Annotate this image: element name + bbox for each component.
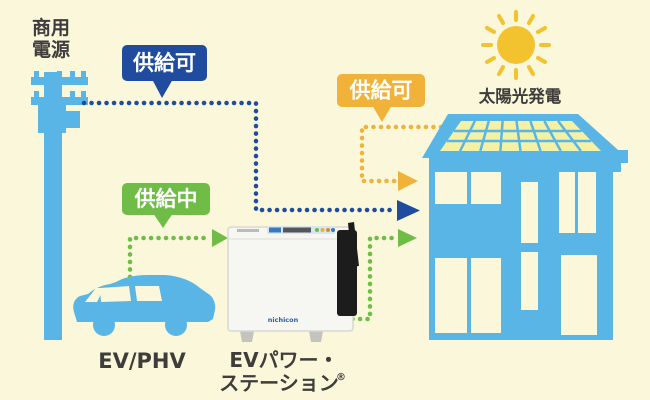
solar-generation-label: 太陽光発電 [479, 86, 562, 106]
ev-phv-label: EV/PHV [98, 349, 186, 373]
solar-panel-grid [440, 120, 601, 152]
utility-pole-icon [31, 71, 88, 340]
commercial-power-label-line1: 商用 [32, 16, 70, 39]
pole-crossarm-bottom [31, 97, 88, 105]
grid-power-flow-line [81, 100, 399, 213]
badge-pointer [372, 105, 392, 122]
car-windshield [85, 288, 104, 302]
station-cable-handle [348, 222, 359, 267]
station-model-text-mark [237, 229, 259, 232]
station-indicator-strip [267, 226, 335, 234]
nichicon-logo: nichicon [268, 316, 299, 324]
station-to-house-flow-line [342, 235, 400, 322]
pole-crossarm-top [31, 77, 88, 85]
ev-supplying-badge: 供給中 [122, 183, 210, 228]
badge-pointer [153, 213, 173, 228]
solar-supply-badge: 供給可 [337, 74, 425, 122]
pole-transformer-box [66, 111, 80, 128]
station-label-reg-mark: ® [336, 372, 346, 383]
station-label-line2: ステーション [219, 371, 339, 395]
car-front-window [100, 286, 131, 302]
solar-power-flow-line [359, 124, 444, 184]
house-windows [435, 172, 597, 335]
car-rear-window [135, 286, 162, 301]
ev-to-station-arrow-icon [212, 229, 228, 247]
badge-pointer [152, 79, 173, 98]
commercial-power-label-line2: 電源 [32, 38, 70, 61]
house-icon [422, 114, 628, 340]
grid-supply-badge: 供給可 [122, 45, 207, 98]
sun-icon [481, 10, 551, 80]
ev-power-station-icon: nichicon [227, 222, 359, 342]
station-label-line1: EVパワー・ [229, 348, 338, 372]
ev-car-icon [73, 275, 216, 336]
station-to-house-arrow-icon [398, 229, 417, 247]
grid-flow-arrow-icon [397, 200, 420, 221]
pole-post [44, 72, 62, 340]
solar-supply-badge-label: 供給可 [349, 79, 413, 103]
station-foot-left [240, 331, 254, 342]
grid-supply-badge-label: 供給可 [132, 51, 196, 75]
ev-supplying-badge-label: 供給中 [134, 187, 198, 211]
ev-to-station-flow-line [127, 235, 213, 280]
solar-flow-arrow-icon [398, 171, 418, 191]
station-foot-right [309, 331, 323, 342]
pole-transformer [38, 105, 66, 133]
